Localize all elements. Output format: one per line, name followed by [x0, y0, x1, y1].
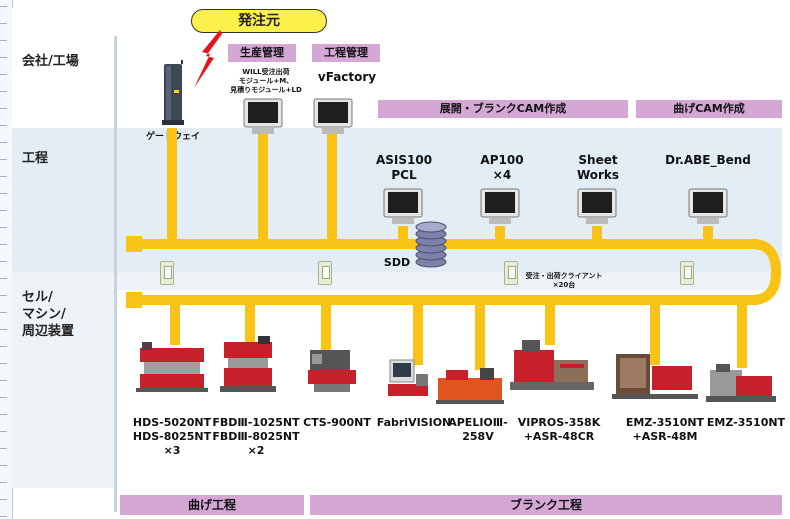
clients-label: 受注・出荷クライアント ×20台 — [525, 272, 603, 289]
client-terminal-icon — [318, 261, 332, 285]
ruler-tick — [0, 414, 7, 415]
bend-cam-bar: 曲げCAM作成 — [636, 100, 782, 118]
computer-monitor-icon — [577, 188, 617, 224]
vfactory-label: vFactory — [317, 70, 377, 84]
ruler-tick — [0, 176, 7, 177]
production-mgmt-tag: 生産管理 — [228, 44, 296, 62]
ruler-tick — [0, 23, 7, 24]
ruler-tick — [0, 227, 7, 228]
ruler-tick — [0, 312, 7, 313]
ruler-tick — [0, 431, 7, 432]
software-sheetworks: Sheet Works — [576, 153, 620, 182]
ruler-tick — [0, 57, 7, 58]
lightning-bolt-icon — [194, 30, 222, 88]
ruler-tick — [0, 482, 7, 483]
software-drabe-bend: Dr.ABE_Bend — [665, 153, 751, 167]
ruler-tick — [0, 108, 7, 109]
machine-emz-asr: EMZ-3510NT +ASR-48M — [625, 416, 705, 443]
press-brake-machine-icon — [220, 336, 276, 392]
ruler-tick — [0, 261, 7, 262]
orderer-badge: 発注元 — [191, 9, 327, 33]
production-description: WILL受注出荷 モジュール+M、 見積りモジュール+LD — [230, 68, 302, 94]
laser-machine-icon — [436, 368, 504, 404]
press-brake-machine-icon — [136, 342, 208, 392]
punch-machine-icon — [612, 354, 698, 399]
machine-emz: EMZ-3510NT — [706, 416, 786, 429]
ruler-tick — [0, 465, 7, 466]
computer-monitor-icon — [480, 188, 520, 224]
ruler-tick — [0, 74, 7, 75]
punch-machine-icon — [510, 340, 594, 390]
gateway-server-icon — [162, 60, 184, 125]
machine-apelio: APELIOⅢ- 258V — [448, 416, 508, 443]
ruler-tick — [0, 193, 7, 194]
machine-hds: HDS-5020NT HDS-8025NT ×3 — [132, 416, 212, 457]
ruler-tick — [0, 159, 7, 160]
ruler-tick — [0, 244, 7, 245]
machine-fabrivision: FabriVISION — [376, 416, 452, 429]
row-label-process: 工程 — [22, 151, 49, 166]
ruler-tick — [0, 210, 7, 211]
client-terminal-icon — [504, 261, 518, 285]
client-terminal-icon — [680, 261, 694, 285]
shear-machine-icon — [308, 350, 356, 392]
computer-monitor-icon — [243, 98, 283, 134]
ruler-tick — [0, 6, 7, 7]
ruler-tick — [0, 397, 7, 398]
blank-process-bar: ブランク工程 — [310, 495, 782, 515]
ruler-tick — [0, 142, 7, 143]
client-terminal-icon — [160, 261, 174, 285]
computer-monitor-icon — [688, 188, 728, 224]
row-label-cell: セル/ マシン/ 周辺装置 — [22, 290, 75, 339]
ruler-tick — [0, 40, 7, 41]
ruler-tick — [0, 346, 7, 347]
ruler-tick — [0, 516, 7, 517]
ruler-tick — [0, 363, 7, 364]
software-asis100: ASIS100 PCL — [375, 153, 433, 182]
ruler-tick — [0, 499, 7, 500]
ruler-tick — [0, 329, 7, 330]
ruler-tick — [0, 125, 7, 126]
storage-disk-icon — [415, 221, 447, 268]
row-label-company: 会社/工場 — [22, 54, 79, 69]
computer-monitor-icon — [313, 98, 353, 134]
machine-cts: CTS-900NT — [303, 416, 371, 429]
ruler-tick — [0, 278, 7, 279]
software-ap100: AP100 ×4 — [480, 153, 524, 182]
ruler-tick — [0, 380, 7, 381]
computer-monitor-icon — [383, 188, 423, 224]
vision-system-icon — [388, 359, 428, 396]
punch-machine-icon — [706, 364, 776, 402]
ruler-tick — [0, 295, 7, 296]
blank-cam-bar: 展開・ブランクCAM作成 — [378, 100, 628, 118]
machine-vipros: VIPROS-358K +ASR-48CR — [517, 416, 601, 443]
row-divider — [114, 36, 117, 512]
bend-process-bar: 曲げ工程 — [120, 495, 304, 515]
ruler-tick — [0, 91, 7, 92]
ruler-tick — [0, 448, 7, 449]
machine-fbd: FBDⅢ-1025NT FBDⅢ-8025NT ×2 — [212, 416, 300, 457]
sdd-label: SDD — [383, 256, 411, 269]
process-mgmt-tag: 工程管理 — [312, 44, 380, 62]
